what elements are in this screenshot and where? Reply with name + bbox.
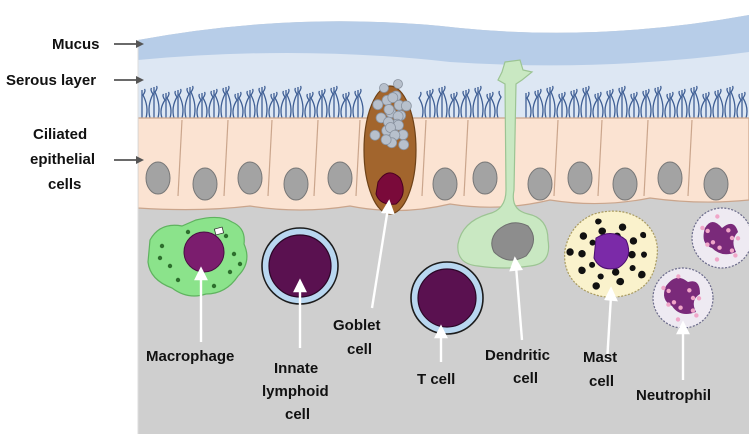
cell-labels: Macrophage Innate lymphoid cell Goblet c… bbox=[146, 317, 711, 423]
mast-cell bbox=[564, 210, 658, 298]
label-dendritic-line2: cell bbox=[513, 370, 538, 387]
mucus-arrow-icon bbox=[114, 40, 144, 48]
goblet-granules bbox=[369, 79, 412, 151]
label-mast-line1: Mast bbox=[583, 349, 617, 366]
cilia bbox=[141, 85, 748, 119]
label-macrophage: Macrophage bbox=[146, 348, 234, 365]
label-mucus: Mucus bbox=[52, 36, 100, 53]
left-labels: Mucus Serous layer Ciliated epithelial c… bbox=[6, 36, 144, 193]
label-ilc-line1: Innate bbox=[274, 360, 318, 377]
label-t-cell: T cell bbox=[417, 371, 455, 388]
label-ilc-line3: cell bbox=[285, 406, 310, 423]
label-dendritic-line1: Dendritic bbox=[485, 347, 550, 364]
tissue-layers bbox=[138, 15, 749, 434]
label-serous-layer: Serous layer bbox=[6, 72, 96, 89]
epithelial-cell-walls bbox=[177, 119, 693, 197]
serous-arrow-icon bbox=[114, 76, 144, 84]
pointer-lines bbox=[194, 199, 690, 380]
neutrophil-lower bbox=[652, 267, 714, 329]
t-cell bbox=[410, 261, 484, 335]
innate-lymphoid-cell bbox=[261, 227, 339, 305]
epithelial-nuclei bbox=[145, 161, 729, 201]
label-goblet-line1: Goblet bbox=[333, 317, 381, 334]
label-mast-line2: cell bbox=[589, 373, 614, 390]
neutrophil-upper bbox=[691, 207, 749, 269]
macrophage-cell bbox=[147, 216, 248, 297]
goblet-cell bbox=[363, 79, 417, 215]
label-ciliated-line2: epithelial bbox=[30, 151, 95, 168]
label-ciliated-line1: Ciliated bbox=[33, 126, 87, 143]
label-ciliated-line3: cells bbox=[48, 176, 81, 193]
label-ilc-line2: lymphoid bbox=[262, 383, 329, 400]
ciliated-arrow-icon bbox=[114, 156, 144, 164]
label-neutrophil: Neutrophil bbox=[636, 387, 711, 404]
label-goblet-line2: cell bbox=[347, 341, 372, 358]
